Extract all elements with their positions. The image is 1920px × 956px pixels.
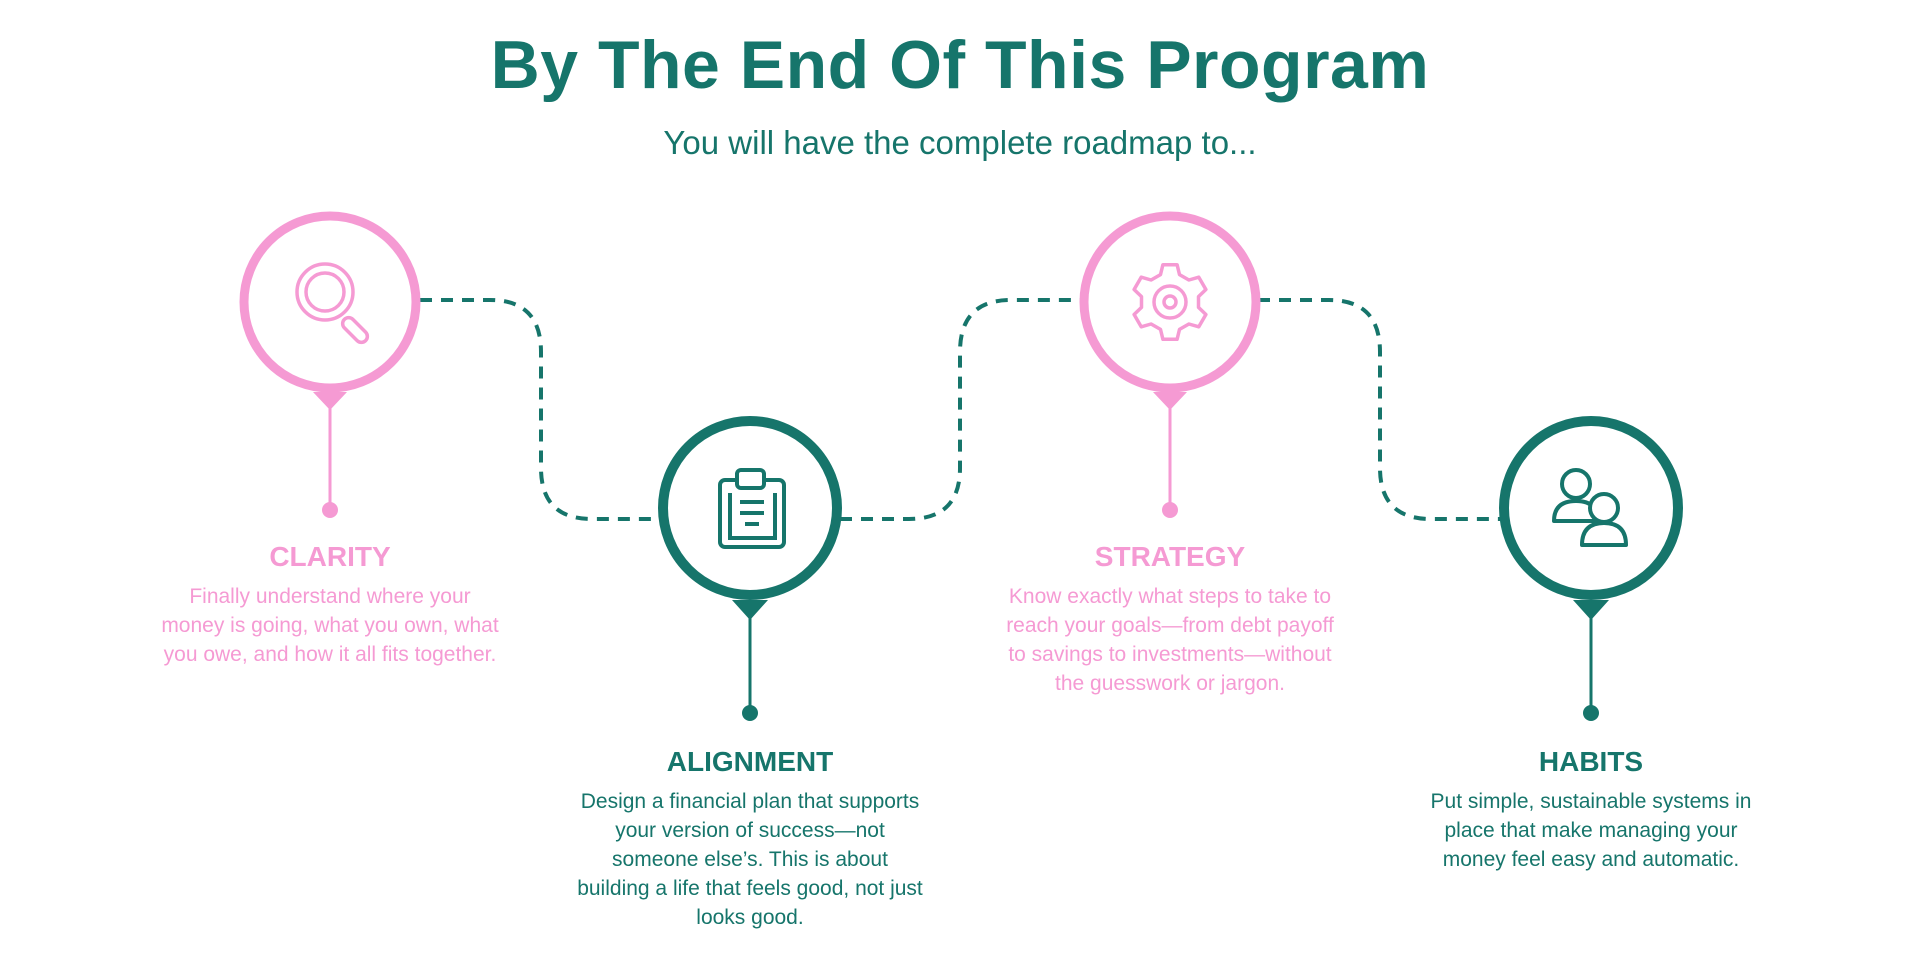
step-marker-habits (1499, 416, 1683, 721)
gear-icon (1132, 262, 1208, 342)
step-marker-alignment (658, 416, 842, 721)
step-alignment: ALIGNMENT Design a financial plan that s… (570, 745, 930, 932)
connector-1-2 (420, 298, 660, 521)
clipboard-icon (718, 468, 786, 549)
marker-dot (1162, 502, 1178, 518)
step-description: Put simple, sustainable systems in place… (1430, 790, 1752, 871)
connector-2-3 (840, 298, 1082, 521)
step-heading: ALIGNMENT (666, 746, 834, 777)
page-subtitle: You will have the complete roadmap to... (663, 124, 1257, 161)
step-heading: HABITS (1538, 746, 1644, 777)
page-title: By The End Of This Program (490, 27, 1430, 103)
magnifying-glass-icon (295, 262, 370, 345)
step-marker-clarity (239, 211, 421, 518)
marker-circle (239, 211, 421, 393)
marker-dot (1583, 705, 1599, 721)
step-habits: HABITS Put simple, sustainable systems i… (1411, 745, 1771, 874)
marker-pointer (732, 600, 768, 620)
step-heading: STRATEGY (1094, 541, 1246, 572)
step-heading: CLARITY (269, 541, 391, 572)
marker-pointer (313, 392, 347, 410)
step-description: Design a financial plan that supports yo… (577, 790, 923, 929)
marker-circle (658, 416, 842, 600)
marker-pointer (1573, 600, 1609, 620)
step-description: Finally understand where your money is g… (161, 585, 499, 666)
marker-dot (742, 705, 758, 721)
step-strategy: STRATEGY Know exactly what steps to take… (990, 540, 1350, 698)
marker-circle (1079, 211, 1261, 393)
step-description: Know exactly what steps to take to reach… (1006, 585, 1334, 695)
step-marker-strategy (1079, 211, 1261, 518)
step-clarity: CLARITY Finally understand where your mo… (150, 540, 510, 669)
marker-dot (322, 502, 338, 518)
users-icon (1552, 468, 1628, 547)
marker-pointer (1153, 392, 1187, 410)
connector-3-4 (1258, 298, 1502, 521)
